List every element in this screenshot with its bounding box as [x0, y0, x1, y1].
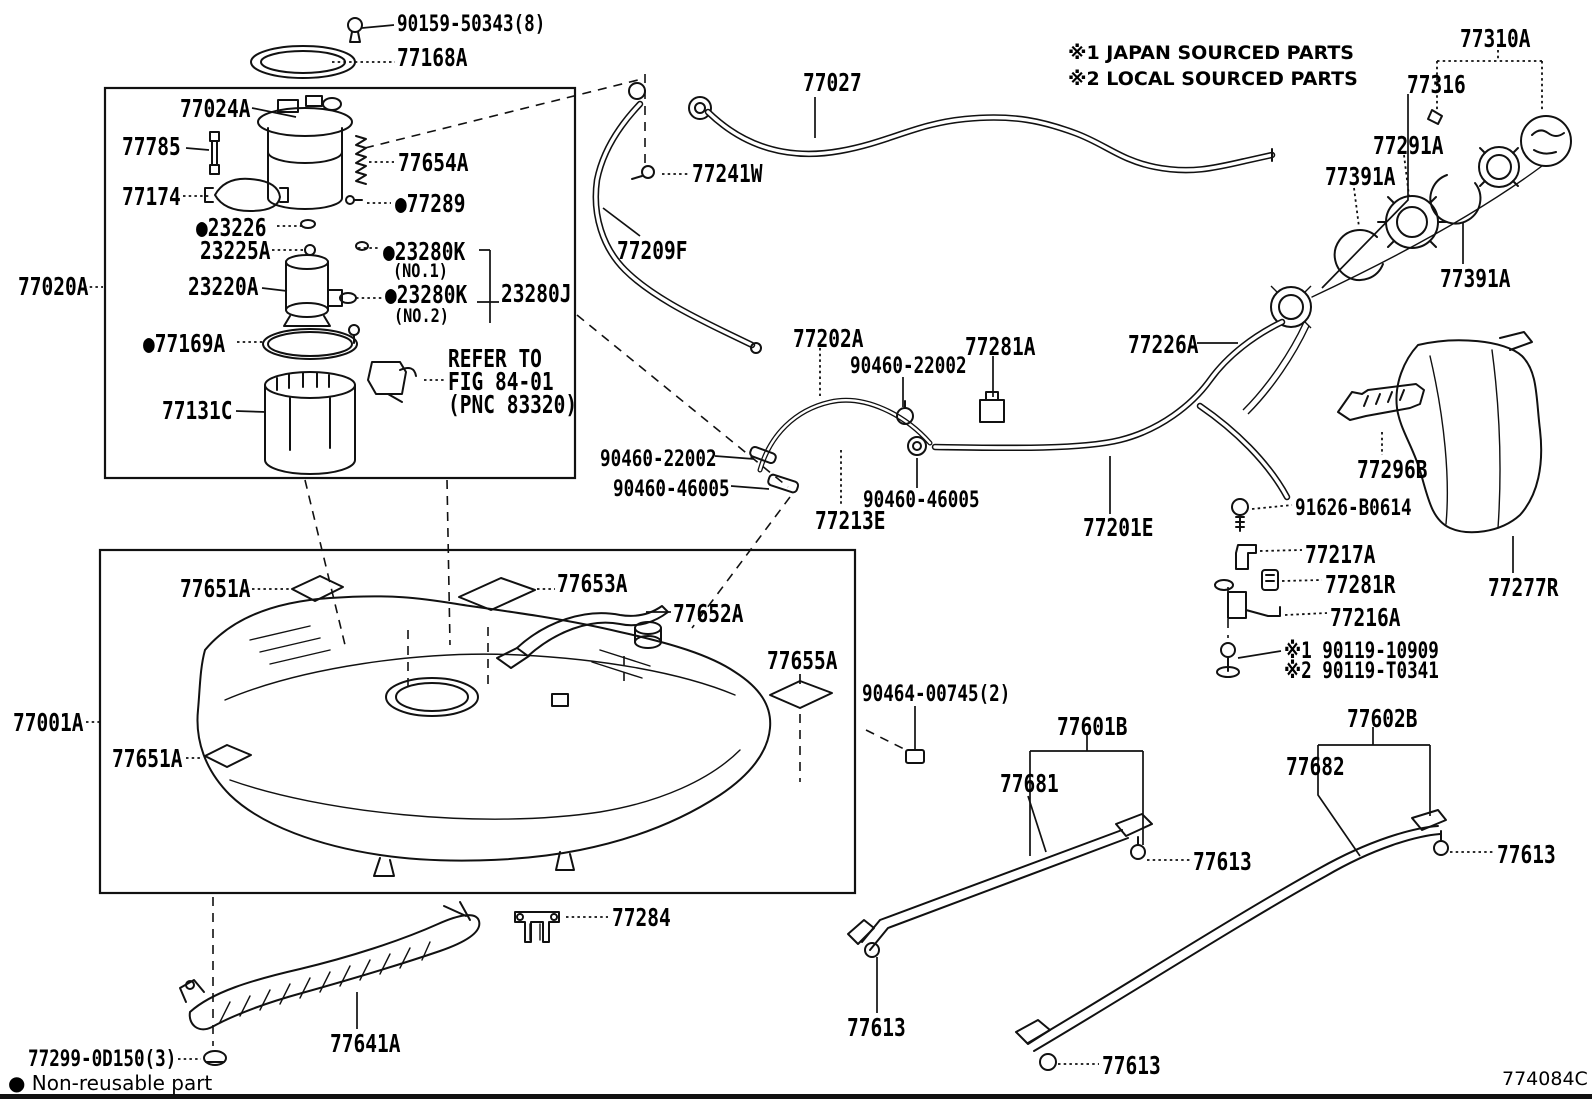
part-label: 77027	[803, 68, 862, 97]
reference-note: (PNC 83320)	[448, 390, 578, 419]
part-label: 77299-0D150(3)	[28, 1047, 177, 1072]
part-label: ●77289	[395, 189, 466, 218]
part-label: 77613	[1497, 840, 1556, 869]
part-label: 77226A	[1128, 330, 1199, 359]
part-label: 77601B	[1057, 712, 1128, 741]
part-label: 90464-00745(2)	[862, 682, 1011, 707]
figure-code: 774084C	[1502, 1068, 1588, 1090]
part-label: 77310A	[1460, 24, 1531, 53]
filler-shield-art	[1395, 331, 1543, 534]
bottom-border	[0, 1094, 1592, 1099]
part-label: 90460-22002	[850, 354, 967, 379]
part-label: 77241W	[692, 159, 763, 188]
part-label: ●77169A	[143, 329, 226, 358]
part-label: ●23226	[196, 213, 267, 242]
part-label: 77202A	[793, 324, 864, 353]
part-label: 77284	[612, 903, 671, 932]
part-label: 77653A	[557, 569, 628, 598]
part-label: 77277R	[1488, 573, 1559, 602]
legend-non-reusable: ● Non-reusable part	[8, 1071, 213, 1095]
part-label: 91626-B0614	[1295, 496, 1412, 521]
part-label: 77213E	[815, 506, 886, 535]
fuel-pump-assembly-box	[103, 86, 577, 480]
fuel-tube-art	[592, 82, 1276, 354]
part-label: 77020A	[18, 272, 89, 301]
part-label: 77024A	[180, 94, 251, 123]
part-label: 23220A	[188, 272, 259, 301]
part-label: 77296B	[1357, 455, 1428, 484]
note-japan-sourced: ※1 JAPAN SOURCED PARTS	[1068, 42, 1354, 64]
part-label: 77281R	[1325, 570, 1396, 599]
tank-strap-art	[847, 809, 1449, 1071]
part-label: 77681	[1000, 769, 1059, 798]
fuel-tank-assembly-box	[98, 548, 857, 895]
part-label: 77785	[122, 132, 181, 161]
filler-pipe-art	[749, 285, 1312, 501]
fuel-cap-art	[1311, 109, 1572, 298]
part-label: 77391A	[1440, 264, 1511, 293]
part-label: 77613	[1193, 847, 1252, 876]
part-label: 77391A	[1325, 162, 1396, 191]
part-label: 77316	[1407, 70, 1466, 99]
part-label: 77201E	[1083, 513, 1154, 542]
dotted-leader-lines	[84, 50, 1543, 1065]
part-label: 90159-50343(8)	[397, 12, 546, 37]
part-label: 77655A	[767, 646, 838, 675]
part-label: 77174	[122, 182, 181, 211]
bracket-hardware-art	[1214, 383, 1425, 678]
part-number-note: (NO.1)	[393, 260, 448, 282]
part-label: 77613	[847, 1013, 906, 1042]
part-label: 90460-46005	[863, 488, 980, 513]
part-label: 23225A	[200, 236, 271, 265]
part-label: 77652A	[673, 599, 744, 628]
part-label: ●23280K	[383, 237, 466, 266]
part-label: ●23280K	[385, 280, 468, 309]
part-label: 77651A	[112, 744, 183, 773]
part-label: 77168A	[397, 43, 468, 72]
part-label: 77281A	[965, 332, 1036, 361]
part-label: 77209F	[617, 236, 688, 265]
part-label: 23280J	[501, 279, 572, 308]
fuel-pump-module-art	[204, 17, 417, 475]
part-number-note: (NO.2)	[394, 305, 449, 327]
part-label: 77682	[1286, 752, 1345, 781]
construction-lines	[212, 74, 1229, 1046]
part-label: 77216A	[1330, 603, 1401, 632]
part-label: 77291A	[1373, 131, 1444, 160]
part-label: 77613	[1102, 1051, 1161, 1080]
part-label: 77001A	[13, 708, 84, 737]
part-label: 90460-46005	[613, 477, 730, 502]
part-label: 77131C	[162, 396, 233, 425]
part-label: 77651A	[180, 574, 251, 603]
part-label: 77641A	[330, 1029, 401, 1058]
part-label: ※1 90119-10909	[1284, 639, 1439, 664]
part-label: 77602B	[1347, 704, 1418, 733]
part-label: 90460-22002	[600, 447, 717, 472]
part-label: 77654A	[398, 148, 469, 177]
reference-note: REFER TO	[448, 344, 542, 373]
fuel-tank-art	[196, 575, 925, 877]
note-local-sourced: ※2 LOCAL SOURCED PARTS	[1068, 68, 1358, 90]
reference-note: FIG 84-01	[448, 367, 554, 396]
part-label: ※2 90119-T0341	[1284, 659, 1439, 684]
part-label: 77217A	[1305, 540, 1376, 569]
tank-protector-art	[179, 901, 560, 1066]
leader-lines	[185, 24, 1514, 1029]
